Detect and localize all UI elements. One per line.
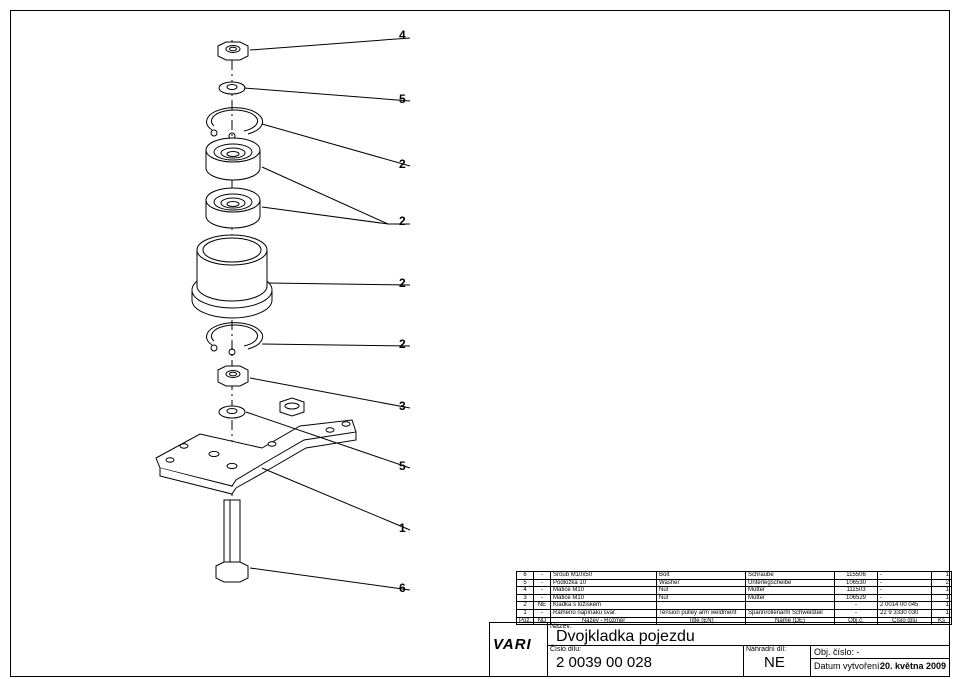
bom-cell: 22 9 3330 030 — [877, 608, 933, 618]
bom-cell: Schraube — [745, 571, 836, 580]
nut-top-part — [217, 41, 249, 61]
nahradni-dil-value: NE — [764, 654, 785, 671]
bom-cell: - — [877, 593, 933, 603]
bill-of-materials-table: 6 - Šroub M10x50 Bolt Schraube 115506 - … — [515, 571, 953, 626]
obj-cislo-label: Obj. číslo: - — [814, 647, 860, 657]
bom-cell: 1 — [931, 593, 953, 603]
table-row: 4 - Matice M10 Nut Mutter 111503 - 1 — [515, 586, 953, 595]
callout-label: 5 — [399, 92, 406, 106]
bom-cell: 3 — [515, 593, 535, 603]
table-row: 3 - Matice M10 Nut Mutter 106529 - 1 — [515, 593, 953, 603]
bom-cell: - — [533, 586, 552, 595]
callout-label: 2 — [399, 157, 406, 171]
title-block-divider — [743, 645, 744, 677]
callout-label: 1 — [399, 521, 406, 535]
arm-weldment-part — [155, 397, 357, 495]
bearing-upper-part — [205, 137, 261, 181]
bom-cell: Nut — [656, 586, 747, 595]
callout-label: 4 — [399, 28, 406, 42]
washer-lower-part — [218, 405, 246, 419]
circlip-bottom-part — [206, 322, 264, 356]
nazev-label: Název: — [550, 623, 572, 630]
bearing-lower-part — [205, 187, 261, 229]
bom-cell: - — [834, 601, 879, 610]
column-header: Poz. — [515, 616, 535, 626]
nahradni-dil-label: Náhradní díl: — [746, 646, 787, 653]
bom-cell: Rameno napínáku svař. — [550, 608, 658, 618]
bom-cell: Washer — [656, 578, 747, 588]
bom-cell: 1 — [931, 586, 953, 595]
table-row: 6 - Šroub M10x50 Bolt Schraube 115506 - … — [515, 571, 953, 580]
title-block-divider — [547, 622, 548, 677]
callout-label: 2 — [399, 276, 406, 290]
title-block-divider — [547, 645, 950, 646]
title-block-divider — [810, 645, 811, 677]
title-block-divider — [810, 658, 950, 659]
bom-cell: 2 — [515, 601, 535, 610]
callout-label: 2 — [399, 214, 406, 228]
bom-cell: NE — [533, 601, 552, 610]
bom-cell: Podložka 10 — [550, 578, 658, 588]
bom-cell — [745, 601, 836, 610]
table-row: 5 - Podložka 10 Washer Unterlegscheibe 1… — [515, 578, 953, 588]
bom-cell: 106529 — [834, 593, 879, 603]
datum-vytvoreni-value: 20. května 2009 — [880, 661, 947, 671]
bom-cell: 5 — [515, 578, 535, 588]
bom-cell: - — [533, 593, 552, 603]
table-header-row: Poz. ND Název - Rozměr Title (EN) Name (… — [515, 616, 953, 626]
bom-cell: Unterlegscheibe — [745, 578, 836, 588]
bom-cell: 1 — [931, 601, 953, 610]
callout-label: 5 — [399, 459, 406, 473]
title-block — [489, 622, 950, 677]
table-row: 2 NE Kladka s ložiskem - 2 0014 00 045 1 — [515, 601, 953, 610]
bom-cell: 2 — [931, 578, 953, 588]
nut-lower-part — [217, 365, 249, 387]
drawing-title: Dvojkladka pojezdu — [556, 628, 695, 645]
bom-cell: - — [877, 578, 933, 588]
washer-top-part — [218, 81, 246, 95]
bom-cell: 4 — [515, 586, 535, 595]
drawing-sheet — [10, 10, 950, 677]
bom-cell: Matice M10 — [550, 593, 658, 603]
callout-label: 2 — [399, 337, 406, 351]
bolt-part — [215, 499, 249, 583]
bom-cell — [656, 601, 747, 610]
part-number: 2 0039 00 028 — [556, 654, 652, 671]
bom-cell: - — [877, 586, 933, 595]
bom-cell: 2 0014 00 045 — [877, 601, 933, 610]
bom-cell: 115506 — [834, 571, 879, 580]
bom-cell: 106530 — [834, 578, 879, 588]
bom-cell: - — [533, 608, 552, 618]
circlip-top-part — [206, 107, 264, 140]
vari-logo: VARI — [493, 636, 532, 653]
bom-cell: 1 — [931, 608, 953, 618]
bom-cell: 6 — [515, 571, 535, 580]
bom-cell: - — [533, 578, 552, 588]
bom-cell: Bolt — [656, 571, 747, 580]
bom-cell: 1 — [931, 571, 953, 580]
datum-vytvoreni-label: Datum vytvoření: — [814, 661, 883, 671]
callout-label: 3 — [399, 399, 406, 413]
bom-cell: Kladka s ložiskem — [550, 601, 658, 610]
bom-cell: - — [533, 571, 552, 580]
bom-cell: - — [834, 608, 879, 618]
pulley-part — [191, 234, 273, 319]
bom-cell: Spannrollenarm Schweißteil — [745, 608, 836, 618]
bom-cell: 111503 — [834, 586, 879, 595]
cislo-dilu-label: Číslo dílu: — [550, 646, 582, 653]
bom-cell: Tension pulley arm weldment — [656, 608, 747, 618]
bom-cell: Matice M10 — [550, 586, 658, 595]
bom-cell: Nut — [656, 593, 747, 603]
column-header: Ks — [931, 616, 953, 626]
bom-cell: Mutter — [745, 593, 836, 603]
bom-cell: Mutter — [745, 586, 836, 595]
callout-label: 6 — [399, 581, 406, 595]
leader-lines — [243, 37, 411, 591]
bom-cell: - — [877, 571, 933, 580]
bom-cell: 1 — [515, 608, 535, 618]
table-row: 1 - Rameno napínáku svař. Tension pulley… — [515, 608, 953, 618]
bom-cell: Šroub M10x50 — [550, 571, 658, 580]
